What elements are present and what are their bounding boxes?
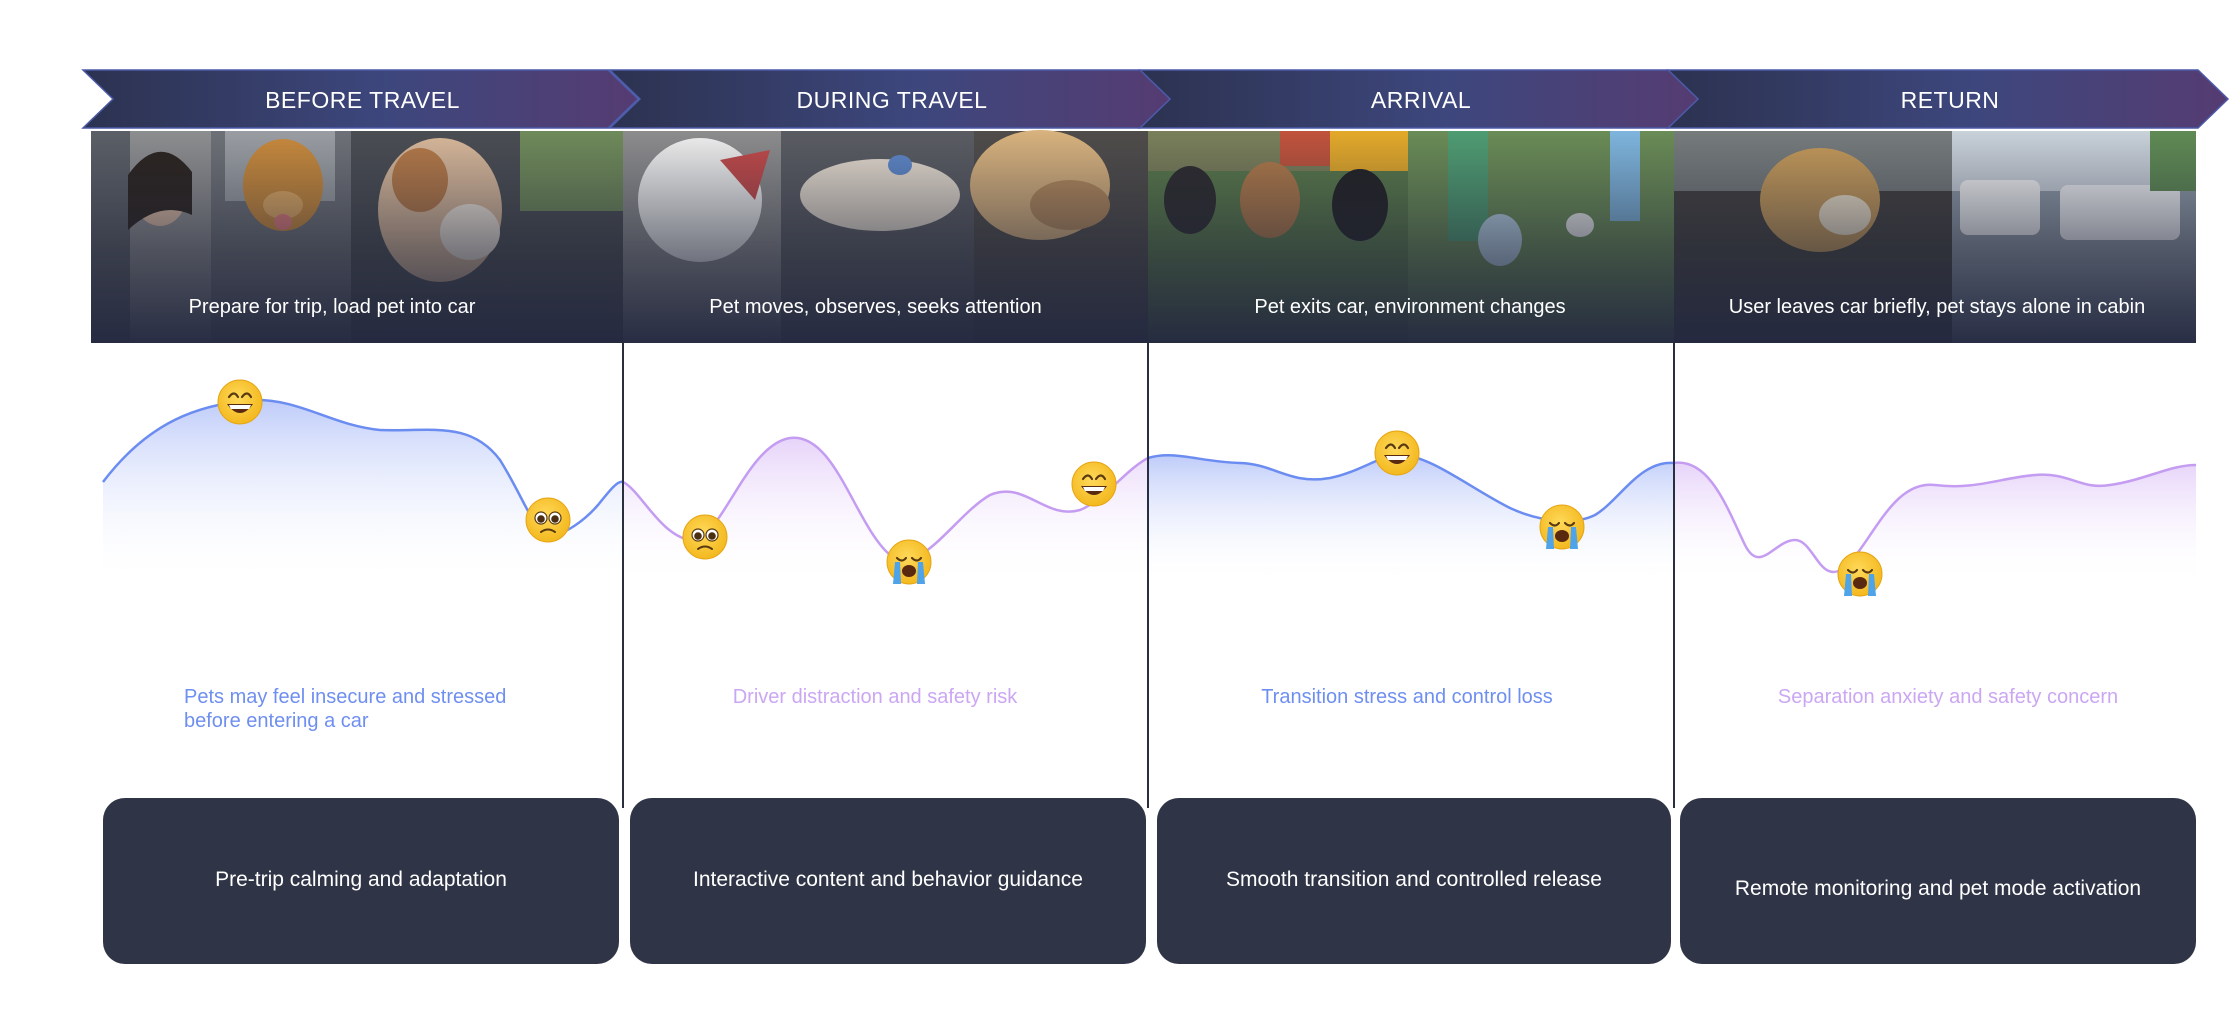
crying-face-icon xyxy=(1539,504,1585,550)
crying-face-icon xyxy=(1837,551,1883,597)
solution-card-background xyxy=(1157,798,1671,964)
solution-card-background xyxy=(1680,798,2196,964)
stage-dividers xyxy=(622,343,1675,808)
solution-card-background xyxy=(630,798,1146,964)
solution-card-4: Remote monitoring and pet mode activatio… xyxy=(1680,798,2196,964)
stage-banner-2 xyxy=(608,69,1172,129)
grinning-face-icon xyxy=(1071,461,1117,507)
emotion-markers xyxy=(217,379,1883,597)
blue-area-stage-3 xyxy=(1148,455,1674,585)
emotion-curve xyxy=(102,398,2197,585)
stage-caption: Prepare for trip, load pet into car xyxy=(189,296,476,318)
crying-face-icon xyxy=(886,539,932,585)
pain-points: Pets may feel insecure and stressedbefor… xyxy=(184,686,2118,732)
purple-line-stage-4 xyxy=(1673,461,2197,574)
stage-title: DURING TRAVEL xyxy=(797,87,988,113)
solution-text: Smooth transition and controlled release xyxy=(1226,868,1602,891)
stage-title: ARRIVAL xyxy=(1371,87,1471,113)
purple-area-stage-2 xyxy=(623,437,1148,585)
stage-caption: User leaves car briefly, pet stays alone… xyxy=(1729,296,2146,318)
solution-card-3: Smooth transition and controlled release xyxy=(1157,798,1671,964)
solution-text: Remote monitoring and pet mode activatio… xyxy=(1735,877,2141,900)
pain-point-text: Pets may feel insecure and stressed xyxy=(184,686,506,708)
solution-text: Interactive content and behavior guidanc… xyxy=(693,868,1083,891)
stage-title: RETURN xyxy=(1901,87,2000,113)
purple-area-stage-4 xyxy=(1674,462,2196,585)
stage-title: BEFORE TRAVEL xyxy=(265,87,460,113)
solution-card-2: Interactive content and behavior guidanc… xyxy=(630,798,1146,964)
photo-shade-overlay xyxy=(91,131,2196,343)
grinning-face-icon xyxy=(1374,430,1420,476)
solution-text: Pre-trip calming and adaptation xyxy=(215,868,507,891)
pain-point-text: before entering a car xyxy=(184,710,369,732)
solution-card-1: Pre-trip calming and adaptation xyxy=(103,798,619,964)
pain-point-text: Separation anxiety and safety concern xyxy=(1778,686,2118,708)
photo-strip: Prepare for trip, load pet into car Pet m… xyxy=(91,130,2196,343)
solution-cards: Pre-trip calming and adaptation Interacti… xyxy=(103,798,2196,964)
stage-caption: Pet exits car, environment changes xyxy=(1254,296,1565,318)
pain-point-text: Transition stress and control loss xyxy=(1261,686,1553,708)
pain-point-text: Driver distraction and safety risk xyxy=(733,686,1019,708)
pleading-face-icon xyxy=(525,497,571,543)
stage-banners: BEFORE TRAVEL DURING TRAVEL ARRIVAL RETURN xyxy=(81,69,2230,129)
solution-card-background xyxy=(103,798,619,964)
grinning-face-icon xyxy=(217,379,263,425)
pleading-face-icon xyxy=(682,514,728,560)
blue-area-stage-1 xyxy=(103,399,623,585)
stage-caption: Pet moves, observes, seeks attention xyxy=(709,296,1041,318)
stage-banner-1 xyxy=(81,69,640,129)
